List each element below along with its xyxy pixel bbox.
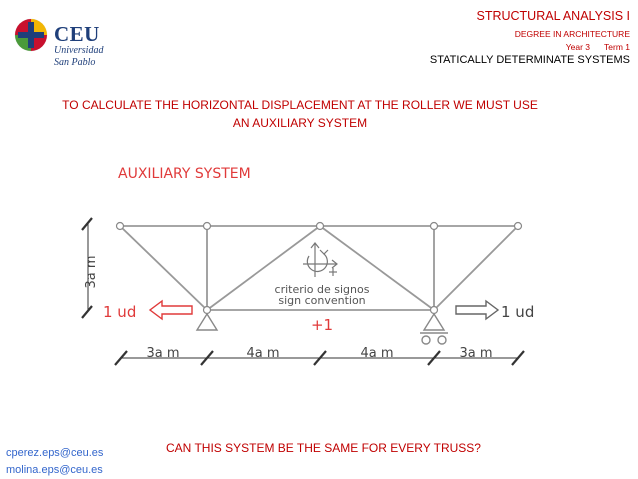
- contact-emails: cperez.eps@ceu.es molina.eps@ceu.es: [6, 445, 103, 479]
- convention-line-1: criterio de signos: [275, 283, 370, 296]
- intro-line-2: AN AUXILIARY SYSTEM: [232, 116, 368, 130]
- section-title: STATICALLY DETERMINATE SYSTEMS: [429, 54, 630, 66]
- convention-line-2: sign convention: [278, 294, 365, 307]
- auxiliary-system-figure: AUXILIARY SYSTEM 3a m 1 ud 1 ud +1: [81, 166, 534, 366]
- sign-convention-icon: [303, 242, 338, 277]
- left-load-arrow-icon: [148, 299, 193, 321]
- span-4-label: 3a m: [459, 346, 492, 361]
- left-load-label: 1 ud: [103, 303, 136, 321]
- figure-heading: AUXILIARY SYSTEM: [118, 166, 251, 182]
- term-label: Term 1: [604, 42, 630, 52]
- ceu-logo: CEU Universidad San Pablo: [14, 18, 132, 68]
- member-force-label: +1: [311, 316, 333, 334]
- email-link-1[interactable]: cperez.eps@ceu.es: [6, 447, 104, 459]
- truss-nodes: [115, 221, 523, 315]
- year-label: Year 3: [565, 42, 591, 52]
- roller-support-icon: [420, 312, 448, 345]
- course-title: STRUCTURAL ANALYSIS I: [476, 9, 630, 23]
- email-link-2[interactable]: molina.eps@ceu.es: [6, 464, 103, 476]
- intro-line-1: TO CALCULATE THE HORIZONTAL DISPLACEMENT…: [62, 98, 538, 112]
- height-label: 3a m: [84, 255, 99, 288]
- logo-line-2: San Pablo: [54, 57, 96, 68]
- intro-text: TO CALCULATE THE HORIZONTAL DISPLACEMENT…: [20, 96, 580, 132]
- span-3-label: 4a m: [360, 346, 393, 361]
- span-ticks: [114, 350, 525, 366]
- year-term: Year 3 Term 1: [566, 42, 630, 52]
- pin-support-icon: [195, 312, 219, 331]
- right-load-arrow-icon: [455, 299, 500, 321]
- span-2-label: 4a m: [246, 346, 279, 361]
- logo-name: CEU: [54, 22, 100, 46]
- right-load-label: 1 ud: [501, 303, 534, 321]
- degree-label: DEGREE IN ARCHITECTURE: [514, 29, 630, 39]
- closing-question: CAN THIS SYSTEM BE THE SAME FOR EVERY TR…: [166, 441, 481, 455]
- span-1-label: 3a m: [146, 346, 179, 361]
- ceu-emblem-icon: [14, 18, 48, 52]
- logo-line-1: Universidad: [54, 45, 104, 56]
